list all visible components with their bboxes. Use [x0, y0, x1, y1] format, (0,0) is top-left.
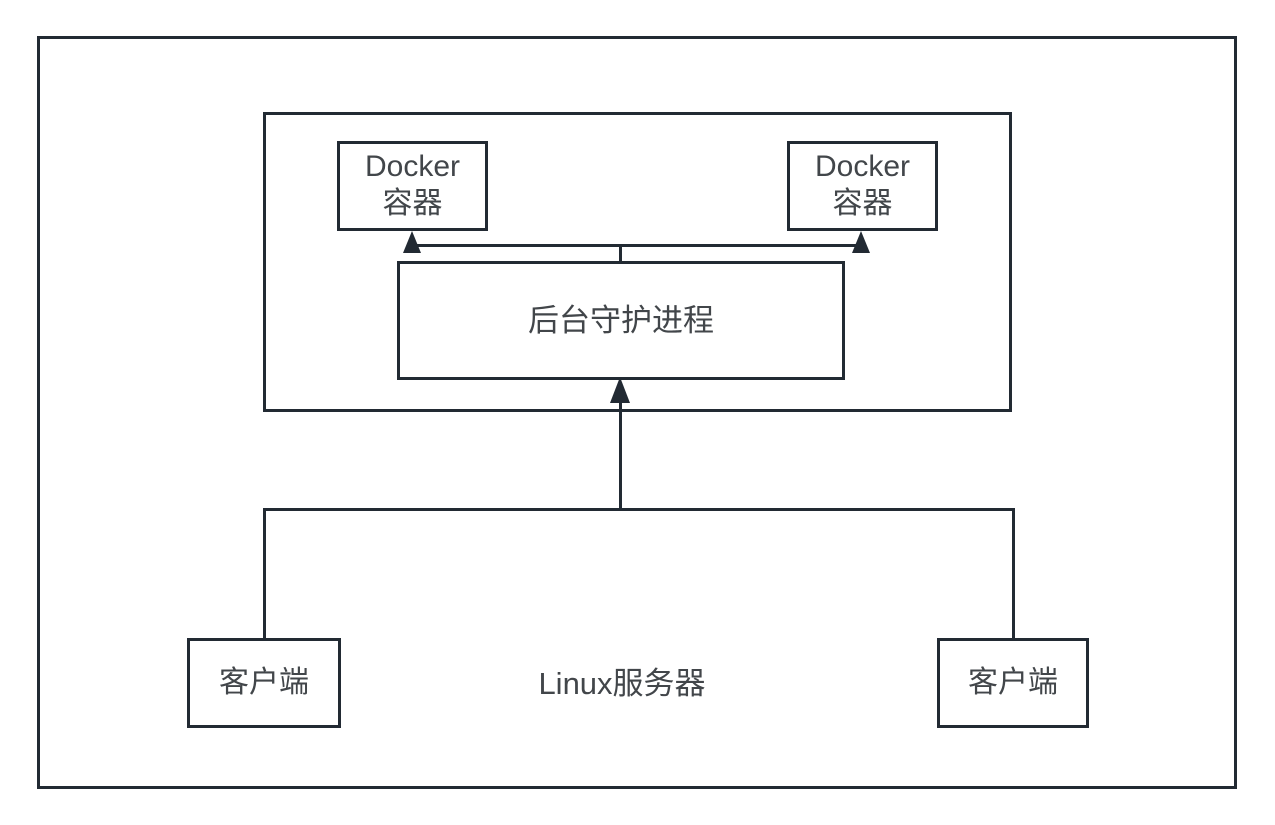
node-daemon: 后台守护进程	[397, 261, 845, 380]
client-bus-line	[263, 508, 1015, 511]
node-docker-container-right: Docker 容器	[787, 141, 938, 231]
edge-daemon-to-containers-line	[412, 244, 860, 247]
node-docker-container-right-label-line2: 容器	[832, 187, 893, 220]
node-client-right: 客户端	[937, 638, 1089, 728]
node-docker-container-right-label-line1: Docker	[814, 150, 911, 184]
linux-server-frame	[37, 36, 1237, 789]
arrowhead-to-docker-left-icon	[403, 231, 421, 253]
edge-client-left-line	[263, 508, 266, 638]
edge-daemon-stub-line	[619, 244, 622, 262]
node-client-right-label: 客户端	[968, 665, 1058, 699]
node-client-left-label: 客户端	[219, 665, 309, 699]
node-docker-container-left-label-line1: Docker	[364, 150, 461, 184]
edge-bus-to-daemon-line	[619, 398, 622, 509]
node-client-left: 客户端	[187, 638, 341, 728]
linux-server-label-text: Linux服务器	[538, 665, 706, 701]
node-docker-container-left: Docker 容器	[337, 141, 488, 231]
node-docker-container-left-label-line2: 容器	[382, 187, 443, 220]
docker-host-frame	[263, 112, 1012, 412]
node-daemon-label: 后台守护进程	[528, 302, 714, 338]
arrowhead-to-docker-right-icon	[852, 231, 870, 253]
edge-client-right-line	[1012, 508, 1015, 638]
arrowhead-to-daemon-icon	[610, 377, 630, 403]
linux-server-label: Linux服务器	[460, 656, 784, 704]
